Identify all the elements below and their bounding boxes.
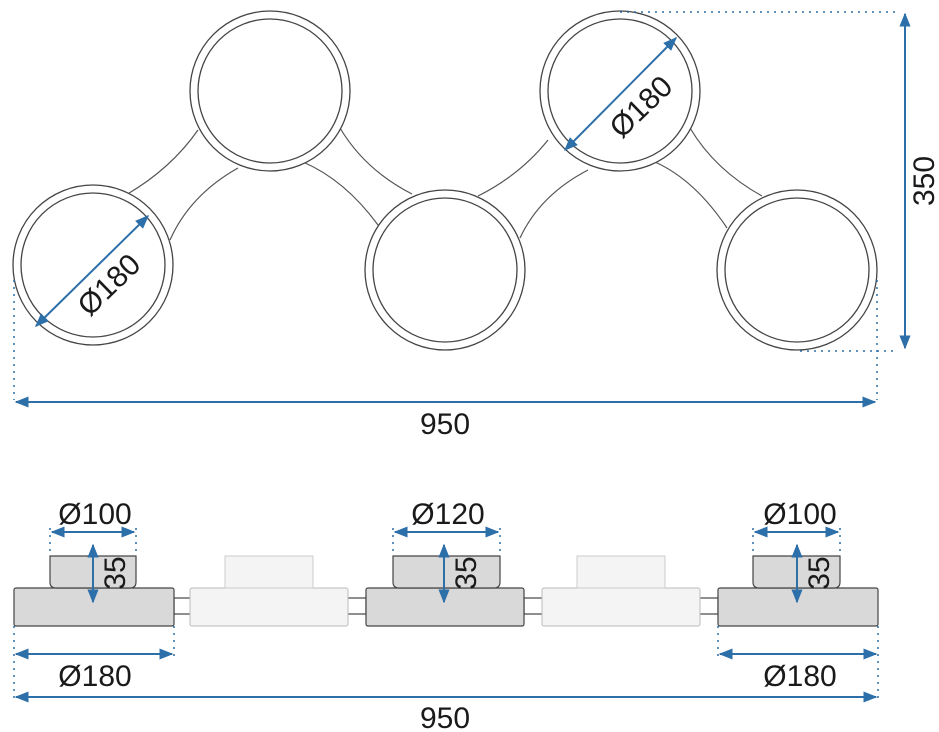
cap-center-height-label: 35 — [450, 556, 483, 589]
mount-bases — [13, 587, 879, 627]
diameter-line-left — [35, 215, 149, 327]
cap-left-height-label: 35 — [99, 556, 132, 589]
light-rings — [12, 10, 878, 351]
total-width-label: 950 — [420, 702, 470, 732]
extension-lines — [13, 11, 898, 400]
arm-1-2-lower — [169, 167, 239, 241]
arm-3-4-upper — [477, 139, 549, 197]
height-label: 350 — [908, 156, 939, 206]
cap-right-label: Ø100 — [763, 498, 836, 531]
arm-4-5-upper — [689, 127, 763, 197]
diameter-line-right — [564, 37, 677, 151]
side-extension-lines — [13, 528, 879, 700]
arm-3-4-lower — [519, 169, 589, 239]
top-view: Ø180 Ø180 350 950 — [12, 10, 939, 441]
arm-4-5-lower — [654, 161, 728, 229]
arm-2-3-lower — [302, 161, 379, 226]
connectors — [173, 597, 719, 615]
arm-1-2-upper — [123, 129, 199, 197]
cap-center — [392, 555, 501, 589]
cap-center-label: Ø120 — [411, 498, 484, 531]
arm-2-3-upper — [339, 127, 413, 195]
cap-left-label: Ø100 — [58, 498, 131, 531]
base-left-label: Ø180 — [58, 660, 131, 693]
ring-3 — [364, 189, 526, 351]
ring-2 — [189, 10, 351, 172]
ring-segments-side — [189, 555, 701, 627]
mount-caps — [49, 555, 841, 589]
side-view: Ø100 Ø120 Ø100 35 35 35 Ø180 Ø180 950 — [13, 498, 879, 732]
base-right-label: Ø180 — [763, 660, 836, 693]
width-label: 950 — [420, 408, 470, 441]
ring-5 — [716, 189, 878, 351]
connecting-arms — [123, 127, 763, 241]
cap-right-height-label: 35 — [803, 556, 836, 589]
